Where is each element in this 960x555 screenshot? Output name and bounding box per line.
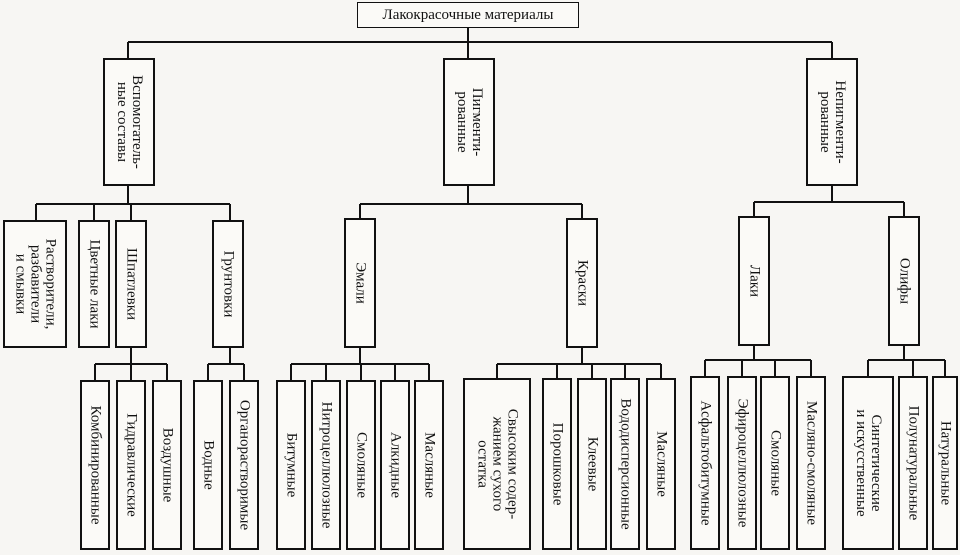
- leaf-box: Гидравлические: [116, 380, 146, 550]
- leaf-label: Смоляные: [353, 432, 370, 498]
- category-label: Грунтовки: [220, 250, 237, 318]
- leaf-label: Комбинированные: [87, 405, 104, 525]
- leaf-box: Асфальтобитумные: [690, 376, 720, 550]
- leaf-label: Эфироцеллюлозные: [734, 398, 751, 528]
- leaf-box: Полунатуральные: [898, 376, 928, 550]
- category-label: Цветные лаки: [86, 239, 103, 329]
- leaf-box: Битумные: [276, 380, 306, 550]
- group-label: Пигменти- рованные: [454, 87, 485, 157]
- leaf-label: Свысоким содер- жанием сухого остатка: [474, 408, 521, 520]
- category-box: Эмали: [344, 218, 376, 348]
- leaf-box: Порошковые: [542, 378, 572, 550]
- category-box: Шпатлевки: [115, 220, 147, 348]
- leaf-box: Эфироцеллюлозные: [727, 376, 757, 550]
- root-box: Лакокрасочные материалы: [357, 2, 579, 28]
- leaf-box: Натуральные: [932, 376, 958, 550]
- leaf-box: Комбинированные: [80, 380, 110, 550]
- leaf-box: Смоляные: [760, 376, 790, 550]
- leaf-label: Асфальтобитумные: [697, 400, 714, 526]
- category-label: Краски: [574, 259, 591, 307]
- category-box: Лаки: [738, 216, 770, 346]
- leaf-box: Нитроцеллюлозные: [311, 380, 341, 550]
- category-label: Эмали: [352, 262, 369, 304]
- group-pigmented: Пигменти- рованные: [443, 58, 495, 186]
- group-auxiliary: Вспомогатель- ные составы: [103, 58, 155, 186]
- category-label: Шпатлевки: [123, 247, 140, 321]
- leaf-label: Порошковые: [549, 422, 566, 506]
- group-label: Вспомогатель- ные составы: [114, 75, 145, 169]
- leaf-box: Вододисперсионные: [610, 378, 640, 550]
- category-box: Растворители, разбавители и смывки: [3, 220, 67, 348]
- category-box: Цветные лаки: [78, 220, 110, 348]
- leaf-box: Свысоким содер- жанием сухого остатка: [463, 378, 531, 550]
- leaf-label: Водные: [200, 440, 217, 490]
- group-label: Непигменти- рованные: [817, 80, 848, 164]
- leaf-label: Масляные: [421, 432, 438, 498]
- leaf-box: Воздушные: [152, 380, 182, 550]
- category-label: Лаки: [746, 264, 763, 298]
- leaf-label: Смоляные: [767, 430, 784, 496]
- category-label: Олифы: [896, 257, 913, 305]
- category-box: Грунтовки: [212, 220, 244, 348]
- leaf-box: Алкидные: [380, 380, 410, 550]
- leaf-label: Нитроцеллюлозные: [318, 401, 335, 529]
- leaf-label: Гидравлические: [123, 413, 140, 517]
- leaf-label: Органорастворимые: [236, 399, 253, 531]
- leaf-label: Вододисперсионные: [617, 398, 634, 530]
- leaf-label: Синтетические и искусственные: [853, 409, 884, 517]
- group-non-pigmented: Непигменти- рованные: [806, 58, 858, 186]
- root-label: Лакокрасочные материалы: [382, 6, 554, 23]
- leaf-box: Клеевые: [577, 378, 607, 550]
- leaf-label: Масляно-смоляные: [803, 400, 820, 526]
- leaf-box: Синтетические и искусственные: [842, 376, 894, 550]
- leaf-label: Битумные: [283, 432, 300, 498]
- category-box: Краски: [566, 218, 598, 348]
- leaf-label: Натуральные: [937, 420, 954, 506]
- leaf-label: Полунатуральные: [905, 405, 922, 521]
- category-box: Олифы: [888, 216, 920, 346]
- leaf-box: Смоляные: [346, 380, 376, 550]
- leaf-box: Масляные: [646, 378, 676, 550]
- leaf-label: Алкидные: [387, 431, 404, 499]
- leaf-label: Клеевые: [584, 436, 601, 492]
- leaf-box: Органорастворимые: [229, 380, 259, 550]
- leaf-label: Масляные: [653, 431, 670, 497]
- leaf-label: Воздушные: [159, 427, 176, 503]
- leaf-box: Масляно-смоляные: [796, 376, 826, 550]
- leaf-box: Масляные: [414, 380, 444, 550]
- category-label: Растворители, разбавители и смывки: [12, 238, 59, 330]
- leaf-box: Водные: [193, 380, 223, 550]
